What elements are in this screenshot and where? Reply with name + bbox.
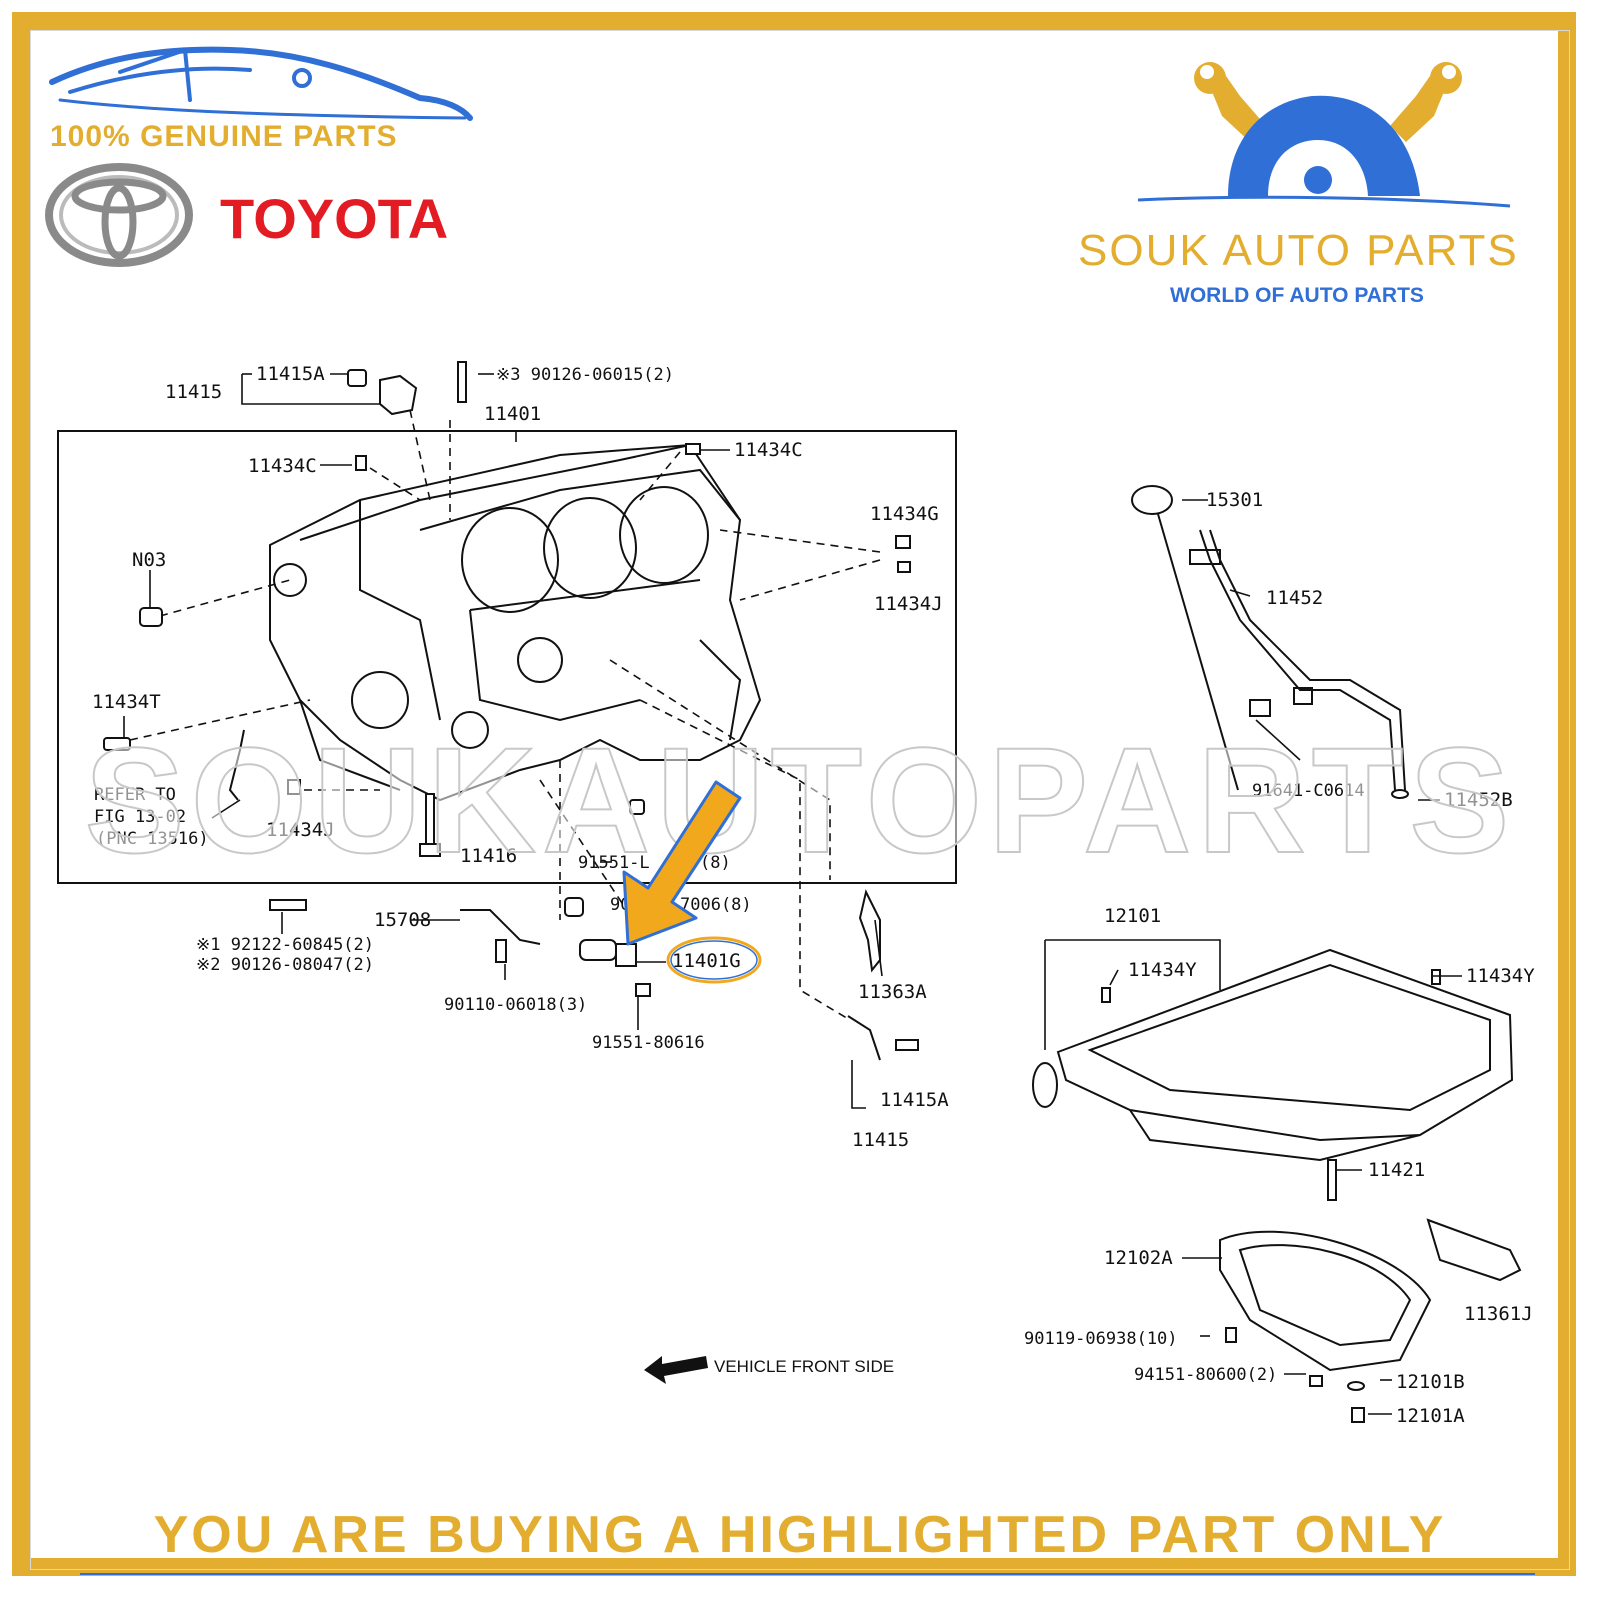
cylinder-block-drawing <box>269 443 762 802</box>
label-11452: 11452 <box>1266 587 1323 609</box>
label-91551-80616: 91551-80616 <box>592 1033 705 1053</box>
vehicle-front-side-label: VEHICLE FRONT SIDE <box>714 1357 894 1376</box>
watermark-text: SOUKAUTOPARTS <box>85 716 1516 884</box>
label-12102a: 12102A <box>1104 1247 1173 1269</box>
highlighted-part-notice: YOU ARE BUYING A HIGHLIGHTED PART ONLY <box>153 1506 1447 1564</box>
label-11434c-right: 11434C <box>734 439 803 461</box>
label-15708: 15708 <box>374 909 431 931</box>
label-n03: N03 <box>132 549 166 571</box>
label-7006: 7006(8) <box>680 895 752 915</box>
label-11434t: 11434T <box>92 691 161 713</box>
genuine-parts-label: 100% GENUINE PARTS <box>50 120 398 153</box>
label-15301: 15301 <box>1206 489 1263 511</box>
label-11434y-right: 11434Y <box>1466 965 1535 987</box>
label-12101: 12101 <box>1104 905 1161 927</box>
inner-border <box>30 30 1570 1570</box>
label-leader-lines <box>123 373 1462 1415</box>
label-11434j-bottom: 11434J <box>266 819 335 841</box>
label-11401g: 11401G <box>672 950 741 972</box>
label-refer-line2: FIG 13-02 <box>94 807 186 827</box>
label-11452b: 11452B <box>1444 789 1513 811</box>
engine-group-box <box>57 430 957 884</box>
label-11434c-left: 11434C <box>248 455 317 477</box>
toyota-emblem-icon <box>45 163 193 267</box>
shop-name: SOUK AUTO PARTS <box>1078 226 1519 275</box>
highlighted-part-11401g: 11401G <box>636 936 762 984</box>
label-11434g: 11434G <box>870 503 939 525</box>
dipstick-drawing <box>1131 485 1409 799</box>
souk-logo-icon <box>1137 62 1511 208</box>
label-91551-l: 91551-L <box>578 853 650 873</box>
oil-pan-drawing <box>1032 948 1522 1423</box>
vehicle-front-arrow-icon <box>644 1356 708 1384</box>
label-90119-06938: 90119-06938(10) <box>1024 1329 1178 1349</box>
label-11421: 11421 <box>1368 1159 1425 1181</box>
label-11434j-right: 11434J <box>874 593 943 615</box>
label-11363a: 11363A <box>858 981 927 1003</box>
highlight-arrow-icon <box>622 780 742 946</box>
label-90110-06018: 90110-06018(3) <box>444 995 587 1015</box>
label-91641-c0614: 91641-C0614 <box>1252 781 1365 801</box>
label-11361j: 11361J <box>1464 1303 1533 1325</box>
label-91551-l-qty: (8) <box>700 853 731 873</box>
bottom-divider <box>80 1573 1535 1575</box>
car-logo-icon <box>49 46 473 121</box>
label-11415a-bottom: 11415A <box>880 1089 949 1111</box>
toyota-brand-label: TOYOTA <box>220 187 449 250</box>
label-11415-top: 11415 <box>165 381 222 403</box>
dashed-leader-lines <box>129 409 881 1021</box>
gold-border-frame <box>12 12 1576 1576</box>
shop-tagline: WORLD OF AUTO PARTS <box>1170 284 1424 307</box>
label-12101a: 12101A <box>1396 1405 1465 1427</box>
label-11401: 11401 <box>484 403 541 425</box>
part-labels: 11415 11415A ※3 90126-06015(2) 11401 114… <box>92 363 1535 1427</box>
small-parts <box>103 361 919 1061</box>
label-94151-80600: 94151-80600(2) <box>1134 1365 1277 1385</box>
label-11434y-left: 11434Y <box>1128 959 1197 981</box>
label-11415a-top: 11415A <box>256 363 325 385</box>
label-11415-bottom: 11415 <box>852 1129 909 1151</box>
label-90126-06015: ※3 90126-06015(2) <box>496 365 674 385</box>
label-refer-line3: (PNC 13516) <box>96 829 209 849</box>
label-refer-line1: REFER TO <box>94 785 176 805</box>
label-92122-60845: ※1 92122-60845(2) <box>196 935 374 955</box>
label-12101b: 12101B <box>1396 1371 1465 1393</box>
label-90126-08047: ※2 90126-08047(2) <box>196 955 374 975</box>
label-11416: 11416 <box>460 845 517 867</box>
